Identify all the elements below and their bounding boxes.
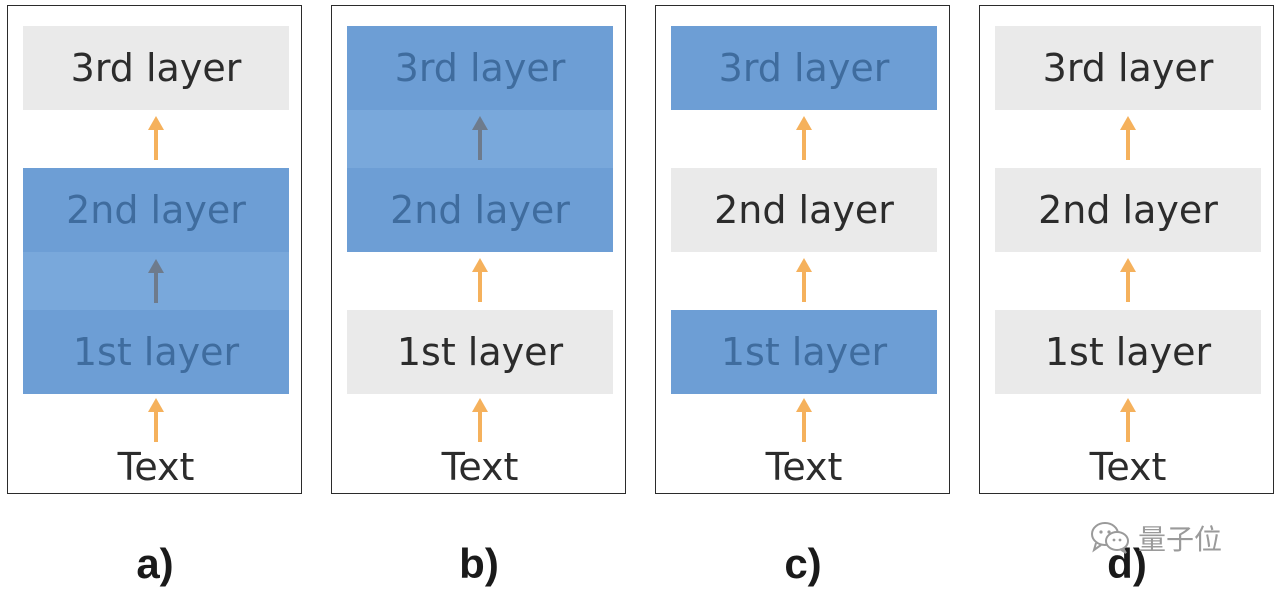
caption-b: b) xyxy=(459,540,499,587)
arrow-up-icon xyxy=(1120,258,1136,302)
layer3-box xyxy=(995,26,1261,110)
arrow-up-icon xyxy=(796,116,812,160)
input-text-label: Text xyxy=(1089,445,1167,489)
layer2-label: 2nd layer xyxy=(390,188,570,232)
arrow-up-icon xyxy=(148,398,164,442)
layer1-label: 1st layer xyxy=(72,330,240,374)
layer3-label: 3rd layer xyxy=(718,46,890,90)
layer3-box xyxy=(23,26,289,110)
panel-c: 3rd layer 2nd layer 1st layer Text xyxy=(655,5,950,494)
arrow-up-icon xyxy=(148,259,164,303)
caption-c: c) xyxy=(784,540,822,587)
panel-d: 3rd layer 2nd layer 1st layer Text xyxy=(979,5,1274,494)
layer1-box xyxy=(347,310,613,394)
layer2-label: 2nd layer xyxy=(714,188,894,232)
layer1-box xyxy=(995,310,1261,394)
layer1-label: 1st layer xyxy=(720,330,888,374)
watermark: 量子位 xyxy=(1090,516,1222,560)
layer1-box xyxy=(671,310,937,394)
layer2-box xyxy=(995,168,1261,252)
layer3-box xyxy=(671,26,937,110)
arrow-up-icon xyxy=(148,116,164,160)
arrow-up-icon xyxy=(472,116,488,160)
arrow-up-icon xyxy=(472,258,488,302)
caption-a: a) xyxy=(136,540,174,587)
panel-a: 3rd layer 2nd layer 1st layer Text xyxy=(7,5,302,494)
layer3-label: 3rd layer xyxy=(394,46,566,90)
arrow-up-icon xyxy=(1120,116,1136,160)
input-text-label: Text xyxy=(441,445,519,489)
panel-b: 3rd layer 2nd layer 1st layer Text xyxy=(331,5,626,494)
arrow-up-icon xyxy=(796,258,812,302)
layer1-label: 1st layer xyxy=(1044,330,1212,374)
input-text-label: Text xyxy=(117,445,195,489)
layer2-label: 2nd layer xyxy=(66,188,246,232)
watermark-text: 量子位 xyxy=(1138,523,1223,556)
layer2-box xyxy=(671,168,937,252)
arrow-up-icon xyxy=(796,398,812,442)
layer3-label: 3rd layer xyxy=(70,46,242,90)
input-text-label: Text xyxy=(765,445,843,489)
layer3-label: 3rd layer xyxy=(1042,46,1214,90)
arrow-up-icon xyxy=(1120,398,1136,442)
arrow-up-icon xyxy=(472,398,488,442)
layer2-label: 2nd layer xyxy=(1038,188,1218,232)
layer1-label: 1st layer xyxy=(396,330,564,374)
wechat-icon xyxy=(1091,522,1129,554)
